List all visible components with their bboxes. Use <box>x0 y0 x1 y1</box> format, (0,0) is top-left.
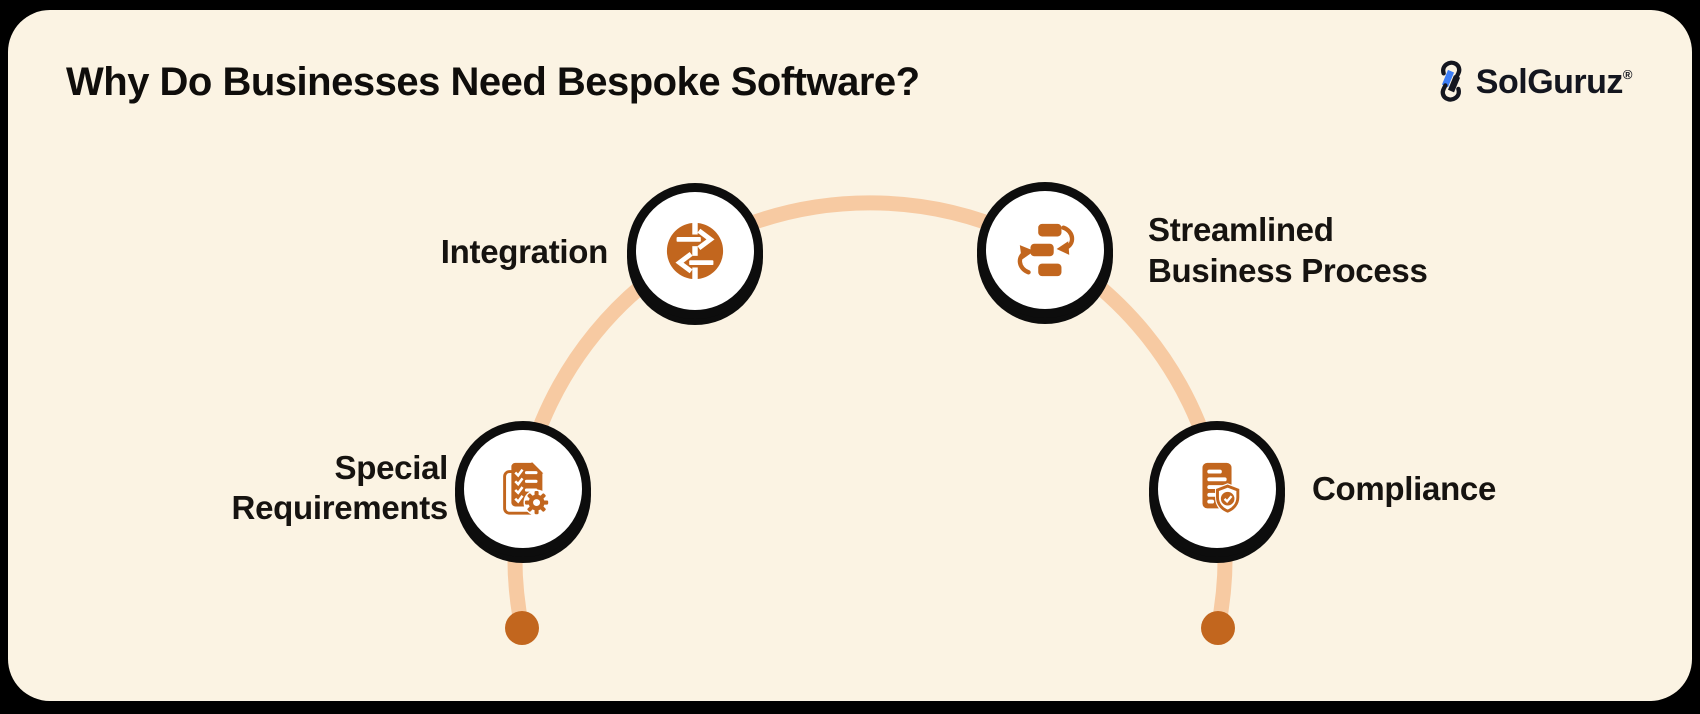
node-special-requirements <box>455 421 591 557</box>
arc-endpoint-dot-right <box>1201 611 1235 645</box>
integration-sync-arrows-icon <box>664 220 726 282</box>
node-compliance <box>1149 421 1285 557</box>
solguruz-bolt-icon <box>1435 56 1467 108</box>
infographic-panel: Why Do Businesses Need Bespoke Software?… <box>8 10 1692 701</box>
arc-endpoint-dot-left <box>505 611 539 645</box>
logo-wordmark: SolGuruz® <box>1475 62 1633 101</box>
node-label-compliance: Compliance <box>1312 470 1497 507</box>
workflow-steps-icon <box>1014 219 1076 281</box>
page-title: Why Do Businesses Need Bespoke Software? <box>66 60 920 104</box>
node-integration <box>627 183 763 319</box>
node-label-integration: Integration <box>440 233 609 270</box>
solguruz-logo: SolGuruz® <box>1435 54 1633 110</box>
connector-arc <box>507 195 1233 630</box>
registered-trademark-symbol: ® <box>1622 66 1633 82</box>
node-label-special-requirements: Special Requirements <box>231 449 449 526</box>
node-label-streamlined-business-process: Streamlined Business Process <box>1148 211 1428 289</box>
document-shield-check-icon <box>1186 458 1248 520</box>
checklist-gear-icon <box>492 458 554 520</box>
node-streamlined-business-process <box>977 182 1113 318</box>
